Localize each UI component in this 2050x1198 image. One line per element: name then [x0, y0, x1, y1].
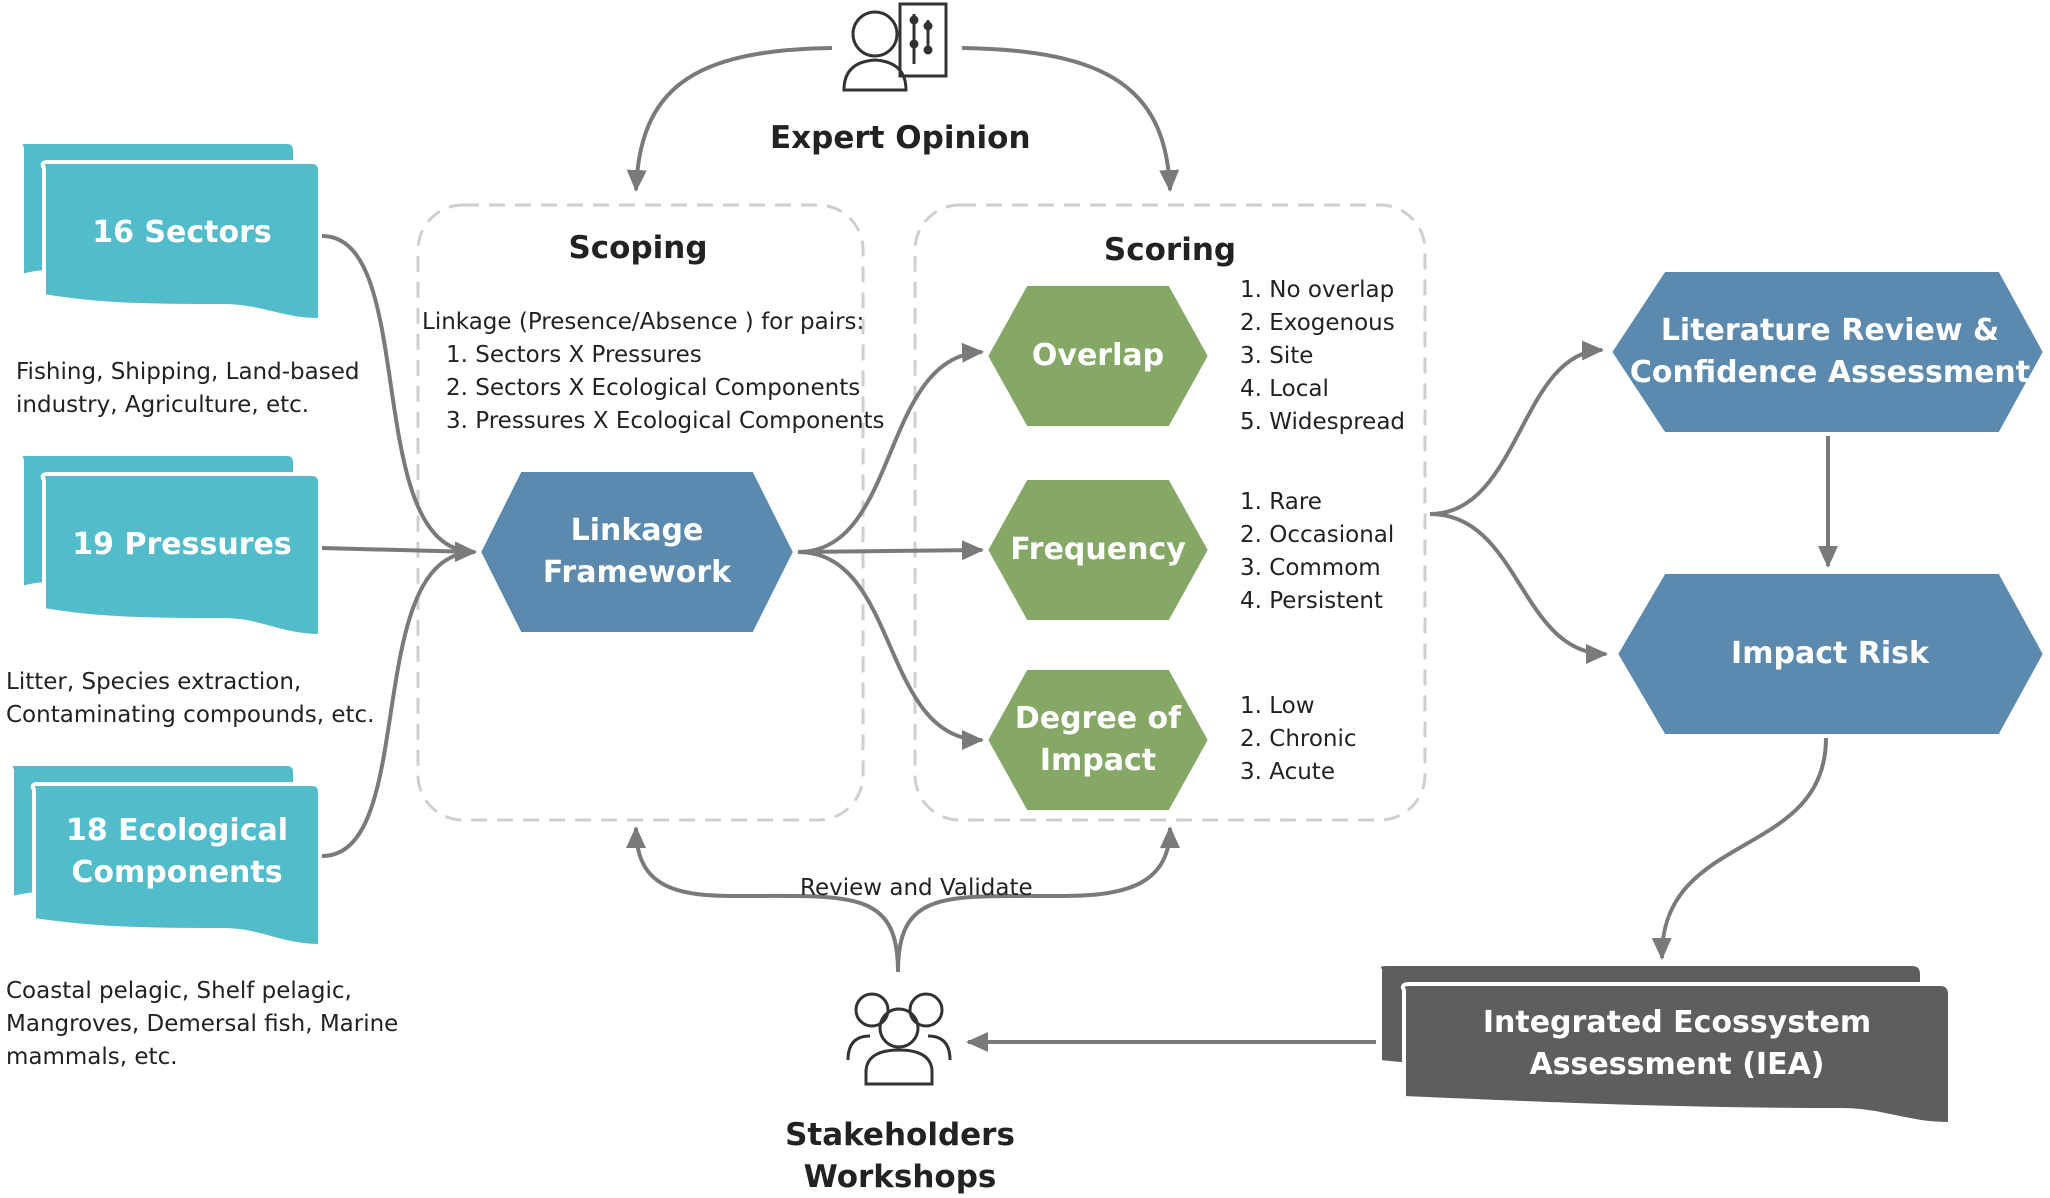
linkage-framework-label: Linkage Framework: [497, 510, 777, 594]
ecological-label-line1: 18 Ecological: [65, 813, 289, 848]
ecological-label-line2: Components: [71, 855, 283, 890]
scale-item: 2. Chronic: [1240, 726, 1357, 752]
pressures-desc-line2: Contaminating compounds, etc.: [6, 702, 375, 728]
hex-linkage-framework: [476, 468, 798, 636]
doc-ecological: [8, 762, 322, 949]
arrow-pressures-to-linkage: [321, 541, 477, 562]
hex-impact-risk: [1613, 570, 2048, 738]
overlap-label: Overlap: [1031, 338, 1165, 373]
scale-item: 1. Rare: [1240, 489, 1322, 515]
scoping-pair-item: 2. Sectors X Ecological Components: [446, 375, 861, 401]
sectors-label-line1: 16 Sectors: [92, 215, 272, 250]
scale-item: 1. No overlap: [1240, 277, 1395, 303]
scale-item: 2. Exogenous: [1240, 310, 1395, 336]
scale-item: 4. Persistent: [1240, 588, 1384, 614]
sectors-label: 16 Sectors: [44, 212, 320, 254]
scale-item: 3. Acute: [1240, 759, 1335, 785]
stakeholders-label-line2: Workshops: [803, 1159, 997, 1195]
ecological-desc-line2: Mangroves, Demersal fish, Marine: [6, 1011, 399, 1037]
arrow-scoring-to-literature: [1429, 340, 1604, 516]
scoping-pair-item: 3. Pressures X Ecological Components: [446, 408, 885, 434]
arrow-linkage-to-degree: [797, 550, 984, 750]
literature-review-label: Literature Review & Confidence Assessmen…: [1620, 310, 2040, 394]
linkage-label-line2: Framework: [542, 555, 732, 590]
linkage-label-line1: Linkage: [570, 513, 704, 548]
scoping-title: Scoping: [568, 230, 708, 266]
scoring-title: Scoring: [1103, 232, 1237, 268]
group-people-icon: [846, 992, 952, 1086]
pressures-label: 19 Pressures: [44, 524, 320, 566]
arrow-ecological-to-linkage: [321, 550, 476, 858]
ecological-description: Coastal pelagic, Shelf pelagic, Mangrove…: [6, 975, 426, 1074]
scale-item: 4. Local: [1240, 376, 1329, 402]
expert-ai-icon: [842, 2, 948, 92]
ecological-label: 18 Ecological Components: [34, 810, 320, 894]
sectors-desc-line2: industry, Agriculture, etc.: [16, 392, 310, 418]
doc-pressures: [18, 452, 322, 639]
scale-item: 5. Widespread: [1240, 409, 1406, 435]
pressures-label-line1: 19 Pressures: [72, 527, 292, 562]
doc-iea: [1376, 962, 1952, 1127]
scale-item: 2. Occasional: [1240, 522, 1395, 548]
scoping-intro: Linkage (Presence/Absence ) for pairs:: [422, 309, 865, 335]
degree-scale-list: 1. Low 2. Chronic 3. Acute: [1240, 690, 1357, 789]
sectors-desc-line1: Fishing, Shipping, Land-based: [16, 359, 360, 385]
literature-label-line1: Literature Review &: [1660, 313, 2000, 348]
scoring-group-box: [913, 203, 1427, 822]
overlap-scale-list: 1. No overlap 2. Exogenous 3. Site 4. Lo…: [1240, 274, 1405, 439]
impact-risk-label: Impact Risk: [1731, 636, 1929, 671]
pressures-desc-line1: Litter, Species extraction,: [6, 669, 302, 695]
frequency-label: Frequency: [1010, 532, 1186, 567]
scoping-pairs-list: 1. Sectors X Pressures 2. Sectors X Ecol…: [446, 339, 884, 438]
literature-label-line2: Confidence Assessment: [1629, 355, 2031, 390]
hex-degree-of-impact: [983, 666, 1213, 814]
arrow-impact-to-iea: [1651, 737, 1828, 960]
expert-opinion-label: Expert Opinion: [770, 120, 1031, 156]
review-validate-label: Review and Validate: [800, 875, 1033, 901]
iea-label-line2: Assessment (IEA): [1529, 1047, 1825, 1082]
arrow-stakeholders-to-scoping: [626, 826, 900, 973]
stakeholders-label-line1: Stakeholders: [785, 1117, 1015, 1153]
ecological-desc-line3: mammals, etc.: [6, 1044, 178, 1070]
hex-literature-review: [1607, 268, 2048, 436]
degree-label-line1: Degree of: [1014, 701, 1182, 736]
hex-overlap: [983, 282, 1213, 430]
arrow-scoring-to-impact: [1429, 512, 1608, 664]
pressures-description: Litter, Species extraction, Contaminatin…: [6, 666, 406, 732]
sectors-description: Fishing, Shipping, Land-based industry, …: [16, 356, 416, 422]
arrow-linkage-to-frequency: [797, 540, 984, 561]
scale-item: 1. Low: [1240, 693, 1315, 719]
arrow-sectors-to-linkage: [321, 234, 477, 562]
iea-label-line1: Integrated Ecossystem: [1482, 1005, 1872, 1040]
scale-item: 3. Site: [1240, 343, 1314, 369]
doc-sectors: [18, 140, 322, 323]
frequency-scale-list: 1. Rare 2. Occasional 3. Commom 4. Persi…: [1240, 486, 1394, 618]
degree-of-impact-label: Degree of Impact: [986, 698, 1210, 782]
scale-item: 3. Commom: [1240, 555, 1381, 581]
stakeholders-label: Stakeholders Workshops: [760, 1114, 1040, 1198]
ecological-desc-line1: Coastal pelagic, Shelf pelagic,: [6, 978, 352, 1004]
iea-label: Integrated Ecossystem Assessment (IEA): [1404, 1002, 1950, 1086]
scoping-pair-item: 1. Sectors X Pressures: [446, 342, 702, 368]
degree-label-line2: Impact: [1039, 743, 1157, 778]
arrow-stakeholders-to-scoring: [896, 826, 1180, 973]
arrow-linkage-to-overlap: [797, 342, 984, 554]
arrow-expert-to-scoping: [626, 46, 833, 192]
hex-frequency: [983, 476, 1213, 624]
arrow-expert-to-scoring: [961, 46, 1180, 192]
